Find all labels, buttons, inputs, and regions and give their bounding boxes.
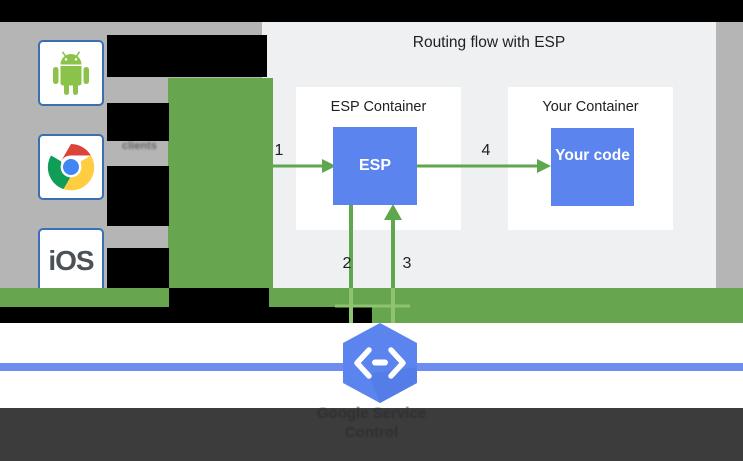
- android-client-tile[interactable]: [38, 40, 104, 106]
- your-container-label: Your Container: [542, 99, 639, 115]
- occlusion-band-2: [107, 103, 169, 141]
- occlusion-band-5: [169, 288, 269, 307]
- footer-caption-line-1: Google Service: [316, 405, 427, 422]
- your-code-box: [551, 128, 634, 206]
- ios-client-tile[interactable]: iOS: [38, 228, 104, 294]
- step-number-2: 2: [342, 255, 352, 272]
- step-number-1: 1: [274, 142, 284, 159]
- step-number-3: 3: [402, 255, 412, 272]
- esp-box-label: ESP: [358, 157, 391, 174]
- occlusion-band-1: [107, 35, 267, 77]
- green-occlusion-block: [168, 78, 273, 294]
- google-service-control-node[interactable]: [339, 322, 421, 404]
- footer-caption-line-2: Control: [344, 424, 399, 441]
- esp-box: [333, 127, 417, 205]
- chrome-logo-icon: [47, 144, 95, 191]
- occlusion-band-6: [0, 307, 372, 323]
- footer-occlusion-band: [0, 408, 743, 461]
- your-code-box-label: Your code: [555, 147, 630, 164]
- top-occlusion-bar: [0, 0, 743, 22]
- esp-container-label: ESP Container: [330, 99, 427, 115]
- chrome-client-tile[interactable]: [38, 134, 104, 200]
- code-brackets-hexagon-icon: [343, 323, 417, 403]
- flow-arrow-tails: [335, 288, 410, 324]
- right-gray-panel: [716, 22, 743, 288]
- occlusion-band-3: [107, 166, 169, 226]
- ios-text-icon: iOS: [48, 245, 94, 276]
- diagram-title: Routing flow with ESP: [412, 34, 566, 51]
- client-caption-line-2: clients: [122, 140, 157, 152]
- android-robot-icon: [53, 51, 89, 95]
- occlusion-band-4: [107, 248, 169, 288]
- step-number-4: 4: [481, 142, 491, 159]
